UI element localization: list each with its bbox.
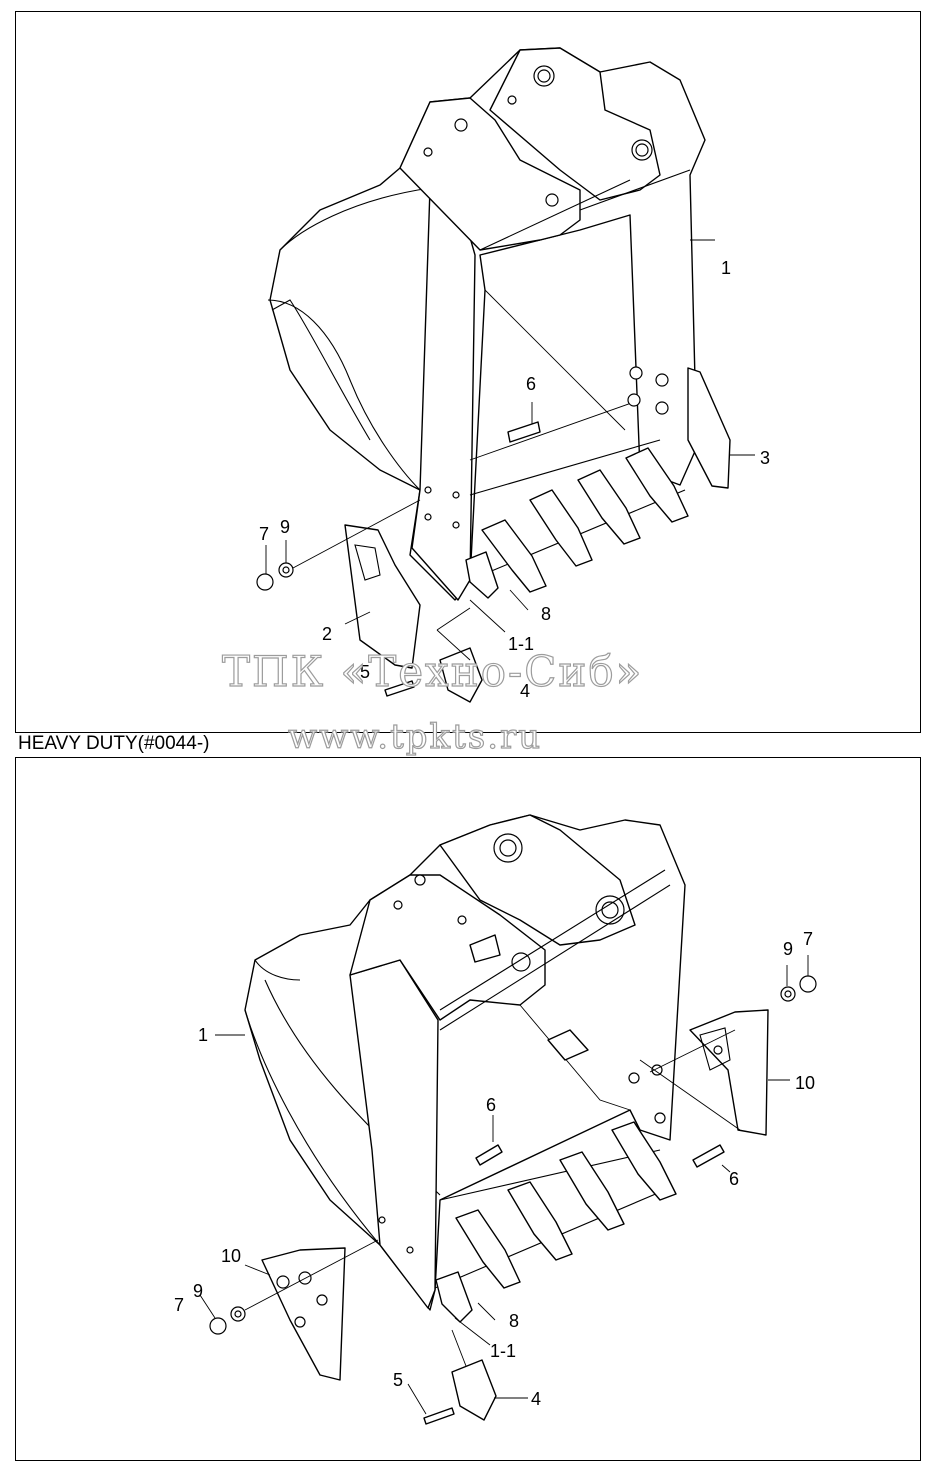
callout-7: 7 bbox=[174, 1295, 184, 1315]
heavy-duty-bucket-drawing bbox=[199, 814, 817, 1425]
callout-1-1: 1-1 bbox=[490, 1341, 516, 1361]
callout-3: 3 bbox=[760, 448, 770, 468]
callout-4: 4 bbox=[531, 1389, 541, 1409]
callout-7: 7 bbox=[259, 524, 269, 544]
callout-6: 6 bbox=[486, 1095, 496, 1115]
callout-8: 8 bbox=[541, 604, 551, 624]
callout-1-1: 1-1 bbox=[508, 634, 534, 654]
callout-4: 4 bbox=[520, 681, 530, 701]
callout-7: 7 bbox=[803, 929, 813, 949]
callout-9: 9 bbox=[783, 939, 793, 959]
callout-6: 6 bbox=[729, 1169, 739, 1189]
callout-10: 10 bbox=[795, 1073, 815, 1093]
callout-10: 10 bbox=[221, 1246, 241, 1266]
heavy-duty-variant-label: HEAVY DUTY(#0044-) bbox=[18, 733, 210, 754]
callout-9: 9 bbox=[193, 1281, 203, 1301]
callout-6: 6 bbox=[526, 374, 536, 394]
callout-2: 2 bbox=[322, 624, 332, 644]
callout-5: 5 bbox=[360, 662, 370, 682]
callout-8: 8 bbox=[509, 1311, 519, 1331]
callout-1: 1 bbox=[198, 1025, 208, 1045]
standard-bucket-drawing bbox=[256, 47, 755, 703]
callout-1: 1 bbox=[721, 258, 731, 278]
callout-9: 9 bbox=[280, 517, 290, 537]
callout-5: 5 bbox=[393, 1370, 403, 1390]
